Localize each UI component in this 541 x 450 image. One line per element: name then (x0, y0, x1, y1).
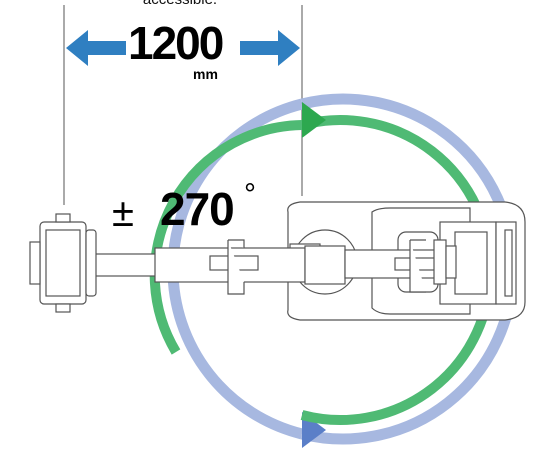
end-effector (29, 213, 97, 313)
top-caption: accessible. (70, 0, 290, 8)
reach-right-arrow (240, 30, 300, 66)
reach-left-arrow (66, 30, 126, 66)
rotation-degree-symbol: ° (244, 178, 256, 211)
reach-unit: mm (193, 66, 218, 82)
reach-value: 1200 (128, 17, 224, 69)
wrist-flange (433, 239, 457, 285)
rotation-arrow-top (302, 102, 326, 138)
rotation-arc-inner-left (149, 120, 303, 355)
rotation-value: 270 (160, 183, 235, 235)
rotation-sign: ± (112, 191, 134, 235)
